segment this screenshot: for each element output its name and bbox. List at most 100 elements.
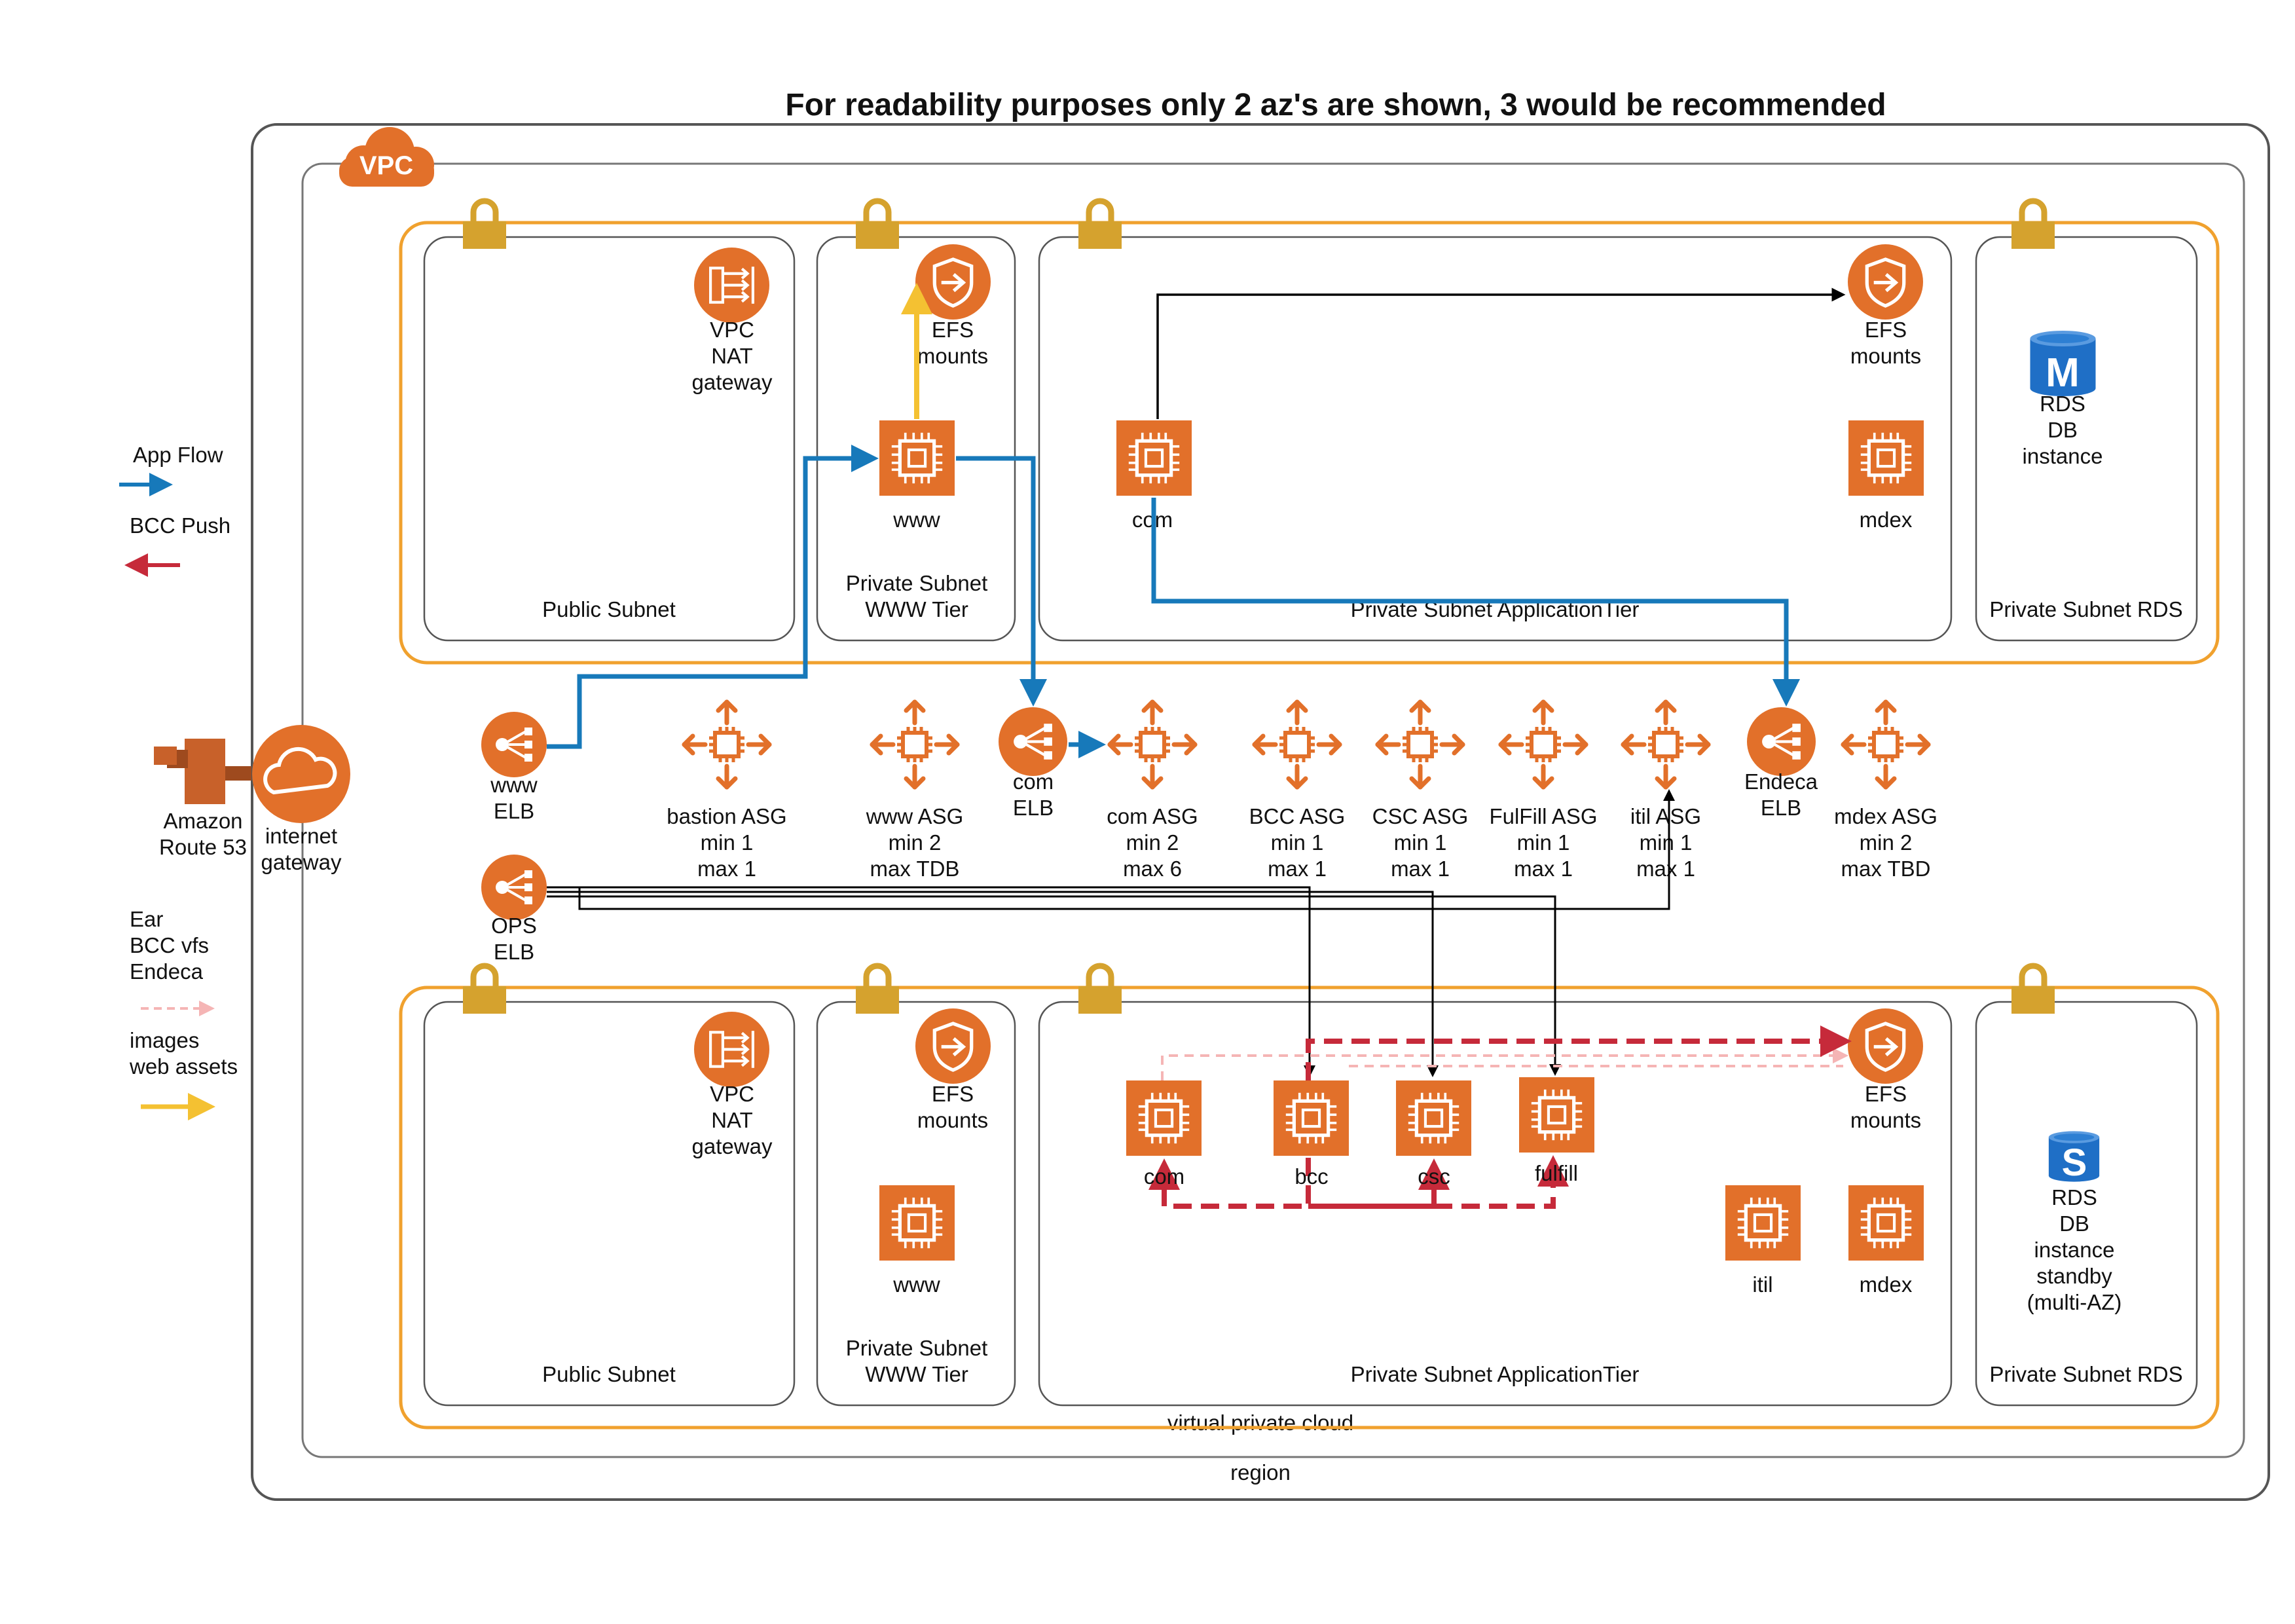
com-asg: com ASG min 2 max 6: [1107, 702, 1198, 881]
nat-label: gateway: [692, 370, 773, 394]
efs-label: mounts: [917, 1108, 988, 1132]
rds-label: (multi-AZ): [2027, 1290, 2122, 1314]
vpc-cloud-icon: VPC: [339, 127, 434, 187]
rds-glyph: S: [2062, 1141, 2087, 1184]
instance-label: mdex: [1860, 1272, 1913, 1297]
bcc-push-arrow: [1306, 1025, 1852, 1080]
elb-label: www: [490, 773, 538, 797]
instance-label: csc: [1418, 1164, 1450, 1189]
efs-icon: [915, 1008, 991, 1084]
efs-label: EFS: [1865, 1082, 1907, 1106]
efs-label: mounts: [1850, 1108, 1921, 1132]
rds-label: instance: [2034, 1238, 2115, 1262]
subnet-label: Private Subnet: [846, 571, 987, 595]
ec2-instance-icon: [1848, 1185, 1924, 1261]
internet-gateway-icon: [252, 725, 350, 823]
ec2-instance-icon: [1848, 420, 1924, 496]
nat-label: VPC: [710, 1082, 754, 1106]
autoscaling-icon: [1378, 702, 1463, 787]
instance-label: bcc: [1294, 1164, 1328, 1189]
top-az-box: [399, 221, 2220, 665]
lock-icon: [2011, 966, 2055, 1014]
top-app-subnet: [1038, 236, 1953, 642]
ec2-instance-icon: [1519, 1077, 1594, 1153]
rds-label: DB: [2059, 1211, 2089, 1236]
ec2-instance-icon: [1725, 1185, 1801, 1261]
efs-icon: [1848, 1008, 1923, 1084]
itil-asg: itil ASG min 1 max 1: [1623, 702, 1708, 881]
legend-label: BCC Push: [130, 513, 230, 538]
region-label: region: [1230, 1460, 1291, 1485]
rds-label: standby: [2036, 1264, 2112, 1288]
rds-label: instance: [2023, 444, 2103, 468]
ops-arrow: [547, 886, 1315, 1077]
legend-label: web assets: [129, 1054, 238, 1079]
nat-label: VPC: [710, 318, 754, 342]
autoscaling-icon: [872, 702, 957, 787]
efs-label: EFS: [932, 1082, 974, 1106]
app-flow-arrow: [956, 456, 1047, 707]
asg-label: min 1: [1271, 830, 1324, 855]
top-www-subnet: [816, 236, 1016, 642]
autoscaling-icon: [1623, 702, 1708, 787]
ops-arrow: [547, 895, 1561, 1076]
route53-label: Amazon: [163, 809, 242, 833]
nat-label: gateway: [692, 1134, 773, 1158]
asg-label: max 1: [1268, 857, 1327, 881]
efs-icon: [915, 244, 991, 320]
asg-label: CSC ASG: [1372, 804, 1469, 828]
subnet-label: Private Subnet RDS: [1989, 1362, 2182, 1386]
top-rds-subnet: [1975, 236, 2198, 642]
route53-icon: [154, 739, 251, 804]
vpc-label: virtual private cloud: [1167, 1411, 1353, 1435]
nat-label: NAT: [711, 344, 753, 368]
subnet-label: Private Subnet RDS: [1989, 597, 2182, 621]
diagram-title: For readability purposes only 2 az's are…: [785, 88, 1886, 122]
rds-sqlserver-icon: S: [2048, 1131, 2100, 1184]
bottom-public-subnet: [423, 1001, 796, 1407]
rds-mysql-icon: M: [2030, 331, 2096, 396]
ec2-instance-icon: [879, 420, 955, 496]
legend-label: App Flow: [133, 443, 223, 467]
elb-label: ELB: [494, 799, 534, 823]
instance-label: com: [1144, 1164, 1184, 1189]
efs-icon: [1848, 244, 1923, 320]
csc-asg: CSC ASG min 1 max 1: [1372, 702, 1469, 881]
bottom-rds-subnet: [1975, 1001, 2198, 1407]
elb-label: com: [1013, 769, 1054, 794]
efs-label: EFS: [1865, 318, 1907, 342]
autoscaling-icon: [1255, 702, 1340, 787]
elb-label: ELB: [1761, 796, 1801, 820]
rds-label: RDS: [2051, 1185, 2097, 1209]
efs-label: EFS: [932, 318, 974, 342]
subnet-label: WWW Tier: [865, 1362, 968, 1386]
asg-label: bastion ASG: [667, 804, 786, 828]
bottom-app-subnet: [1038, 1001, 1953, 1407]
elb-label: OPS: [491, 913, 537, 938]
asg-label: max TBD: [1841, 857, 1931, 881]
nat-label: NAT: [711, 1108, 753, 1132]
ec2-instance-icon: [879, 1185, 955, 1261]
nat-gateway-icon: [694, 248, 769, 323]
rds-glyph: M: [2046, 350, 2080, 396]
autoscaling-icon: [684, 702, 769, 787]
ec2-instance-icon: [1274, 1080, 1349, 1156]
region-box: [251, 123, 2270, 1501]
endeca-elb-icon: [1747, 707, 1816, 776]
instance-label: mdex: [1860, 507, 1913, 532]
ec2-instance-icon: [1116, 420, 1192, 496]
bcc-asg: BCC ASG min 1 max 1: [1249, 702, 1345, 881]
lock-icon: [856, 201, 899, 249]
subnet-label: WWW Tier: [865, 597, 968, 621]
ops-elb-icon: [481, 855, 547, 920]
asg-label: FulFill ASG: [1489, 804, 1597, 828]
asg-label: max 1: [1391, 857, 1450, 881]
app-flow-arrow: [1151, 498, 1800, 707]
com-elb-icon: [999, 707, 1067, 776]
rds-label: DB: [2047, 418, 2078, 442]
asg-label: mdex ASG: [1834, 804, 1937, 828]
www-elb-icon: [481, 712, 547, 777]
asg-label: itil ASG: [1630, 804, 1701, 828]
